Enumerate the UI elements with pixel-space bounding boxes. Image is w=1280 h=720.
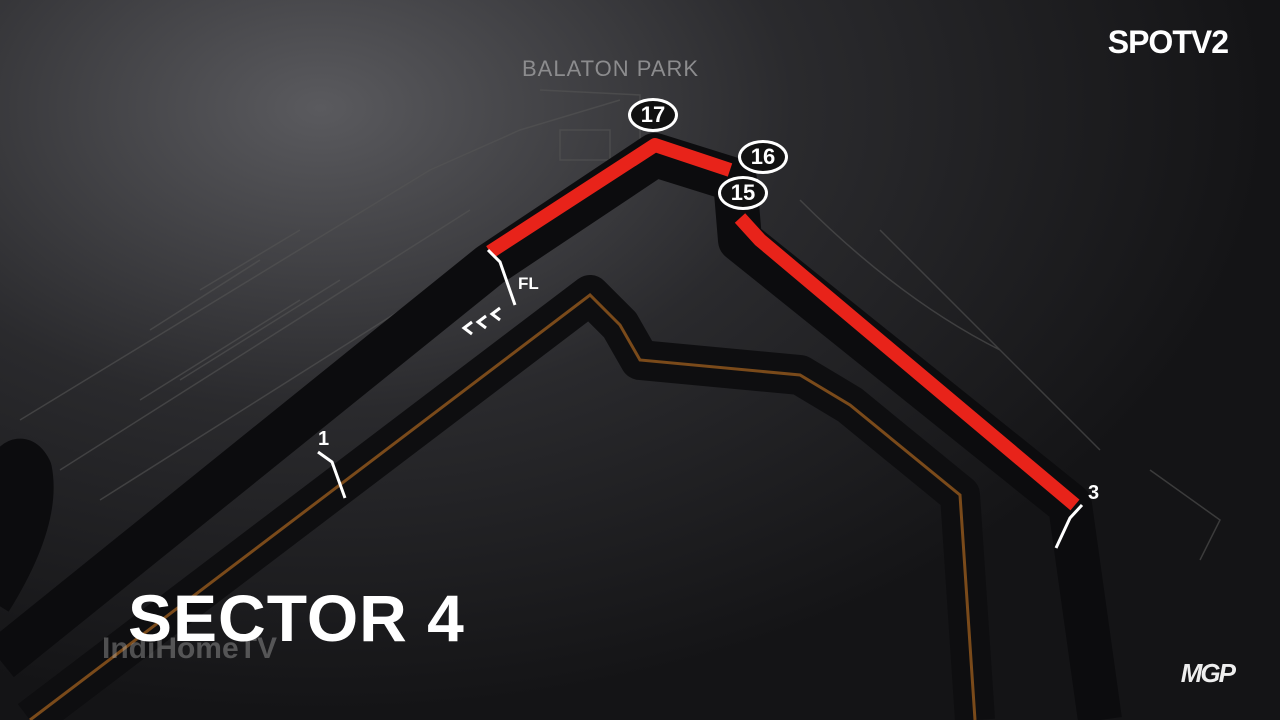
turn-16-badge: 16 [738, 140, 788, 174]
brand-logo: MGP [1180, 658, 1236, 688]
finish-line-marker [486, 248, 517, 306]
turn-17-badge: 17 [628, 98, 678, 132]
sector-4-highlight [486, 138, 1080, 511]
turn-3-label: 3 [1088, 482, 1100, 504]
turn-1-label: 1 [318, 428, 330, 450]
channel-logo: SPOTV2 [1107, 24, 1229, 60]
turn-3-marker [1054, 503, 1084, 549]
circuit-name: BALATON PARK [522, 56, 700, 81]
turn-1-marker [317, 450, 347, 499]
finish-line-label: FL [518, 274, 539, 293]
sector-title: SECTOR 4 [128, 581, 465, 655]
turn-15-badge: 15 [718, 176, 768, 210]
direction-chevrons-icon [461, 306, 501, 336]
watermark: IndiHomeTV [102, 632, 278, 665]
facility-outlines [19, 89, 1221, 561]
inner-line [29, 293, 977, 720]
